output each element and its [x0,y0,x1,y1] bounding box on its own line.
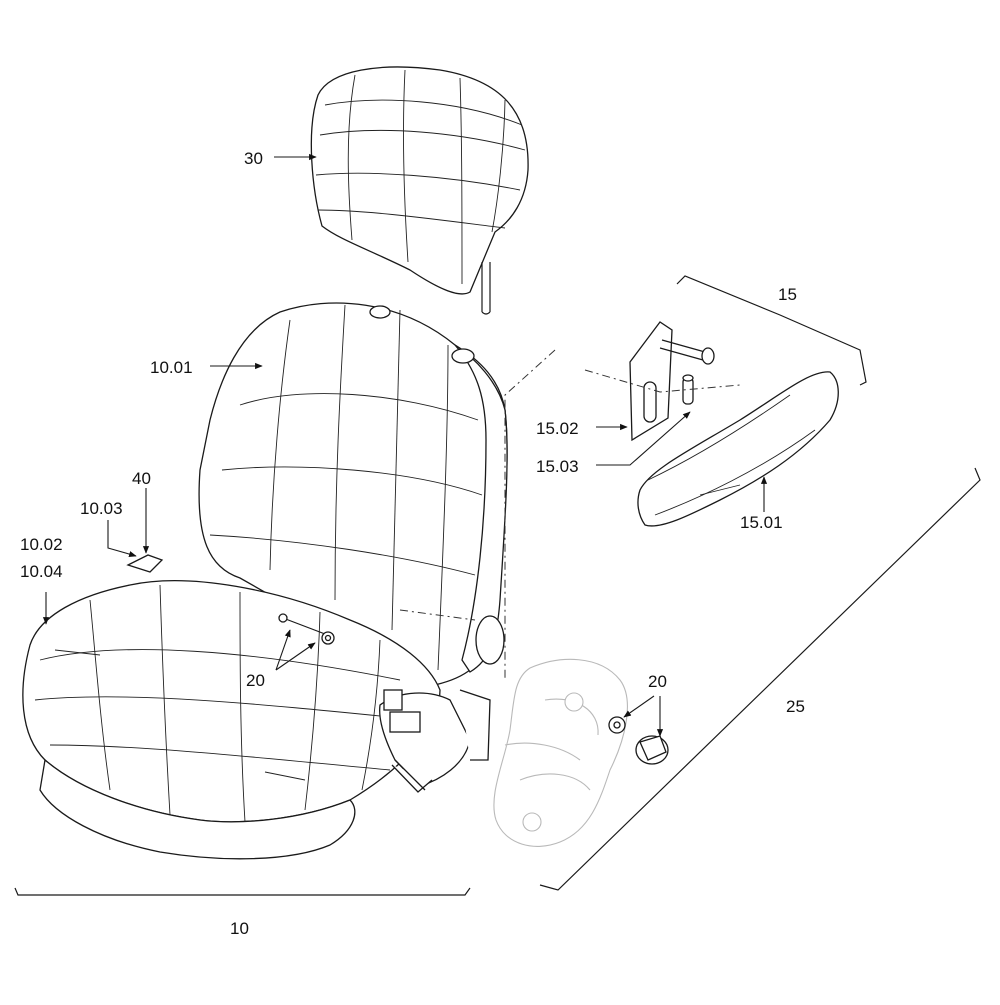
callout-cushion-part-a: 10.02 [20,535,63,554]
callout-armrest-pad: 15.01 [740,513,783,532]
seat-assembly[interactable] [22,302,628,860]
dash-centerlines [399,349,741,680]
callout-lever-part: 10.03 [80,499,123,518]
callout-side-panel-group: 25 [786,697,805,716]
callout-backrest: 10.01 [150,358,193,377]
group-bracket-25 [539,467,981,891]
callout-bolts-left: 20 [246,671,265,690]
callout-armrest-group: 15 [778,285,797,304]
callout-headrest: 30 [244,149,263,168]
group-bracket-15 [676,275,867,386]
callout-armrest-pin: 15.03 [536,457,579,476]
armrest-assembly[interactable] [629,321,839,527]
callout-cushion-part-b: 10.04 [20,562,63,581]
callout-bolts-right: 20 [648,672,667,691]
callout-armrest-bracket: 15.02 [536,419,579,438]
callout-lever: 40 [132,469,151,488]
group-bracket-10 [14,887,471,896]
callout-pointers [42,153,768,737]
headrest[interactable] [310,66,529,315]
callout-seat-group: 10 [230,919,249,938]
cap-and-washer[interactable] [608,716,669,765]
